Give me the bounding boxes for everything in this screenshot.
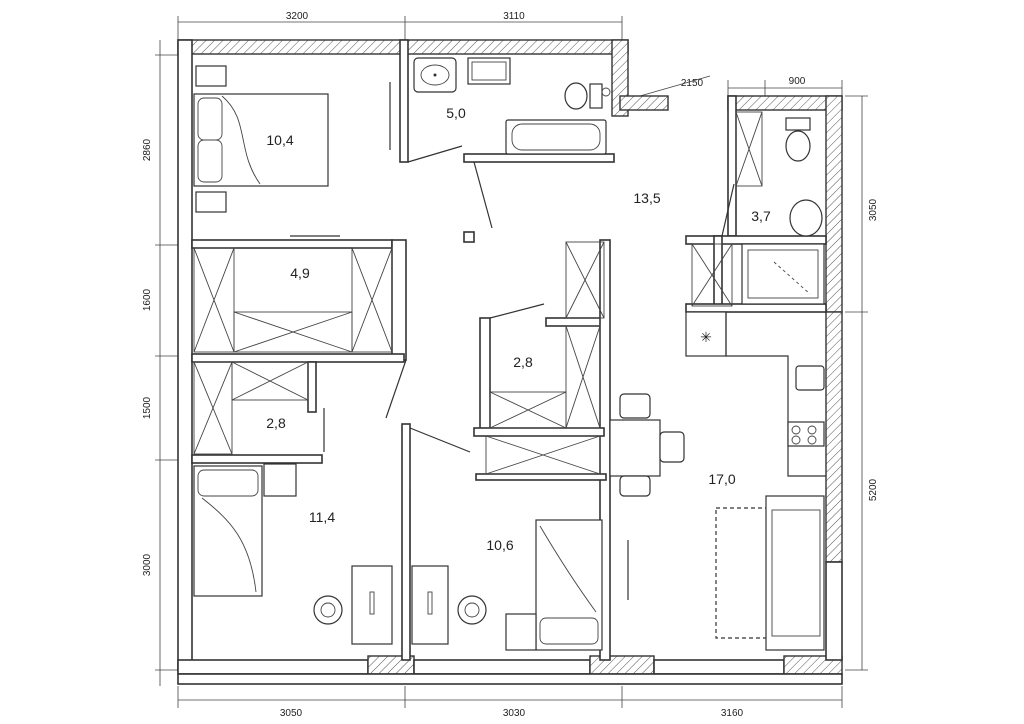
dim-right-1: 3050 — [868, 198, 879, 221]
dim-right-2: 5200 — [868, 478, 879, 501]
kitchen: ✳ — [685, 311, 826, 477]
room-area-bedroom-bottom-left: 11,4 — [309, 509, 335, 525]
svg-text:✳: ✳ — [700, 329, 712, 345]
dim-top-mid: 3110 — [503, 11, 525, 22]
dim-left-1: 2860 — [142, 138, 153, 161]
dim-left-4: 3000 — [142, 553, 153, 576]
dim-top-niche: 2150 — [681, 78, 704, 89]
room-area-bedroom-bottom-center: 10,6 — [486, 537, 513, 553]
dim-left-2: 1600 — [142, 288, 153, 311]
dimension-labels: 3200 3110 2150 900 2860 1600 1500 3000 3… — [142, 11, 879, 719]
dim-top-right: 900 — [789, 76, 806, 87]
dim-left-3: 1500 — [142, 396, 153, 419]
room-area-bathroom-right: 3,7 — [751, 208, 771, 224]
door-swings — [290, 82, 735, 600]
interior-walls — [191, 39, 827, 661]
beds — [193, 65, 603, 651]
desks — [313, 565, 487, 645]
bathroom-fixtures — [413, 57, 825, 305]
room-area-hall: 13,5 — [633, 190, 660, 206]
room-area-kitchen-living: 17,0 — [708, 471, 735, 487]
wardrobes — [193, 111, 763, 475]
room-labels: 10,4 5,0 13,5 3,7 4,9 2,8 2,8 11,4 10,6 … — [266, 105, 771, 553]
dim-bottom-2: 3030 — [503, 708, 526, 719]
room-area-bedroom-top-left: 10,4 — [266, 132, 293, 148]
room-area-closet-left: 2,8 — [266, 415, 286, 431]
dim-bottom-3: 3160 — [721, 708, 744, 719]
dim-top-left: 3200 — [286, 11, 309, 22]
living-furniture — [609, 393, 825, 651]
room-area-bathroom-top: 5,0 — [446, 105, 466, 121]
dim-bottom-1: 3050 — [280, 708, 303, 719]
room-area-closet-center: 2,8 — [513, 354, 533, 370]
room-area-wardrobe-left: 4,9 — [290, 265, 310, 281]
dimension-lines — [155, 16, 868, 708]
